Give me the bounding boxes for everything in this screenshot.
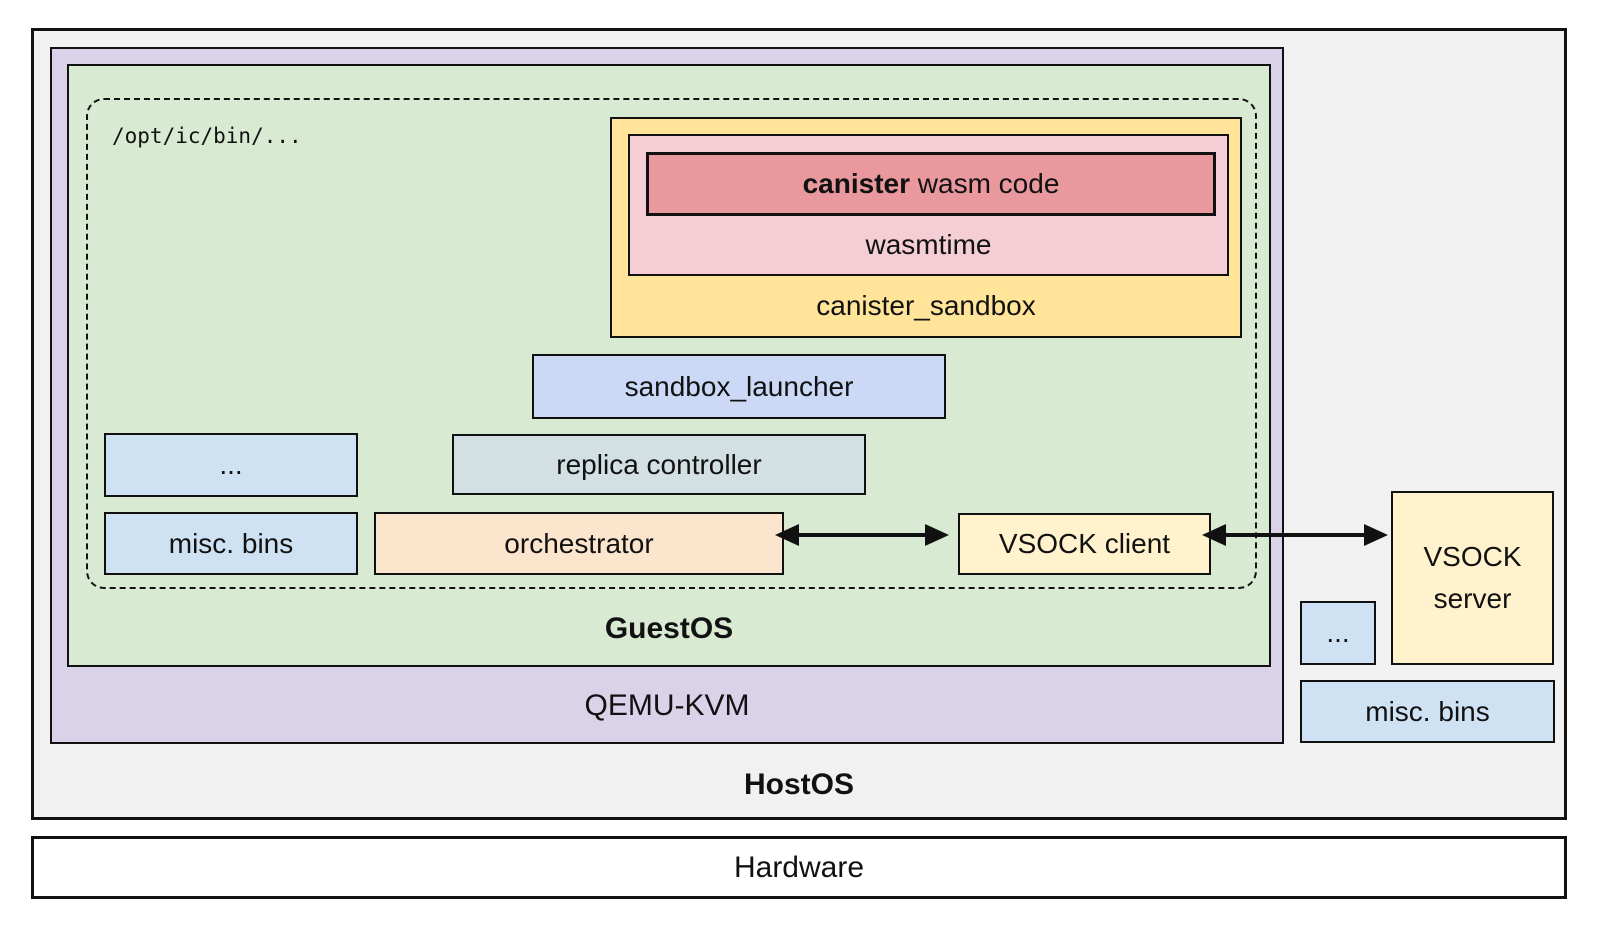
canister-sandbox-label: canister_sandbox [816, 290, 1036, 321]
opt-ic-bin-group: /opt/ic/bin/... canister wasm code wasmt… [86, 98, 1257, 589]
host-ellipsis-box: ... [1300, 601, 1376, 665]
arrowhead-right-icon [925, 524, 949, 546]
sandbox-launcher-box: sandbox_launcher [532, 354, 946, 419]
hardware-box: Hardware [31, 836, 1567, 899]
wasmtime-label: wasmtime [865, 229, 992, 260]
guest-ellipsis-box: ... [104, 433, 358, 497]
arrow-shaft [1218, 533, 1372, 537]
guest-os-box: /opt/ic/bin/... canister wasm code wasmt… [67, 64, 1271, 667]
arrow-shaft [791, 533, 933, 537]
arrowhead-left-icon [775, 524, 799, 546]
qemu-kvm-label: QEMU-KVM [584, 689, 750, 722]
vsock-server-box: VSOCK server [1391, 491, 1554, 665]
hardware-label: Hardware [733, 850, 865, 884]
opt-ic-bin-path-label: /opt/ic/bin/... [112, 124, 302, 148]
vsock-client-box: VSOCK client [958, 513, 1211, 575]
replica-controller-box: replica controller [452, 434, 866, 495]
guest-os-label: GuestOS [604, 612, 734, 645]
canister-wasm-code-label: canister wasm code [802, 168, 1060, 199]
arrowhead-left-icon [1202, 524, 1226, 546]
host-os-label: HostOS [743, 768, 854, 801]
qemu-kvm-box: /opt/ic/bin/... canister wasm code wasmt… [50, 47, 1284, 744]
canister-wasm-code-box: canister wasm code [646, 152, 1216, 216]
canister-sandbox-box: canister wasm code wasmtime canister_san… [610, 117, 1242, 338]
guest-misc-bins-box: misc. bins [104, 512, 358, 575]
host-misc-bins-box: misc. bins [1300, 680, 1555, 743]
orchestrator-vsock-client-arrow [775, 524, 949, 546]
wasmtime-box: canister wasm code wasmtime [628, 134, 1229, 276]
orchestrator-box: orchestrator [374, 512, 784, 575]
arrowhead-right-icon [1364, 524, 1388, 546]
vsock-client-server-arrow [1202, 524, 1388, 546]
host-os-box: /opt/ic/bin/... canister wasm code wasmt… [31, 28, 1567, 820]
